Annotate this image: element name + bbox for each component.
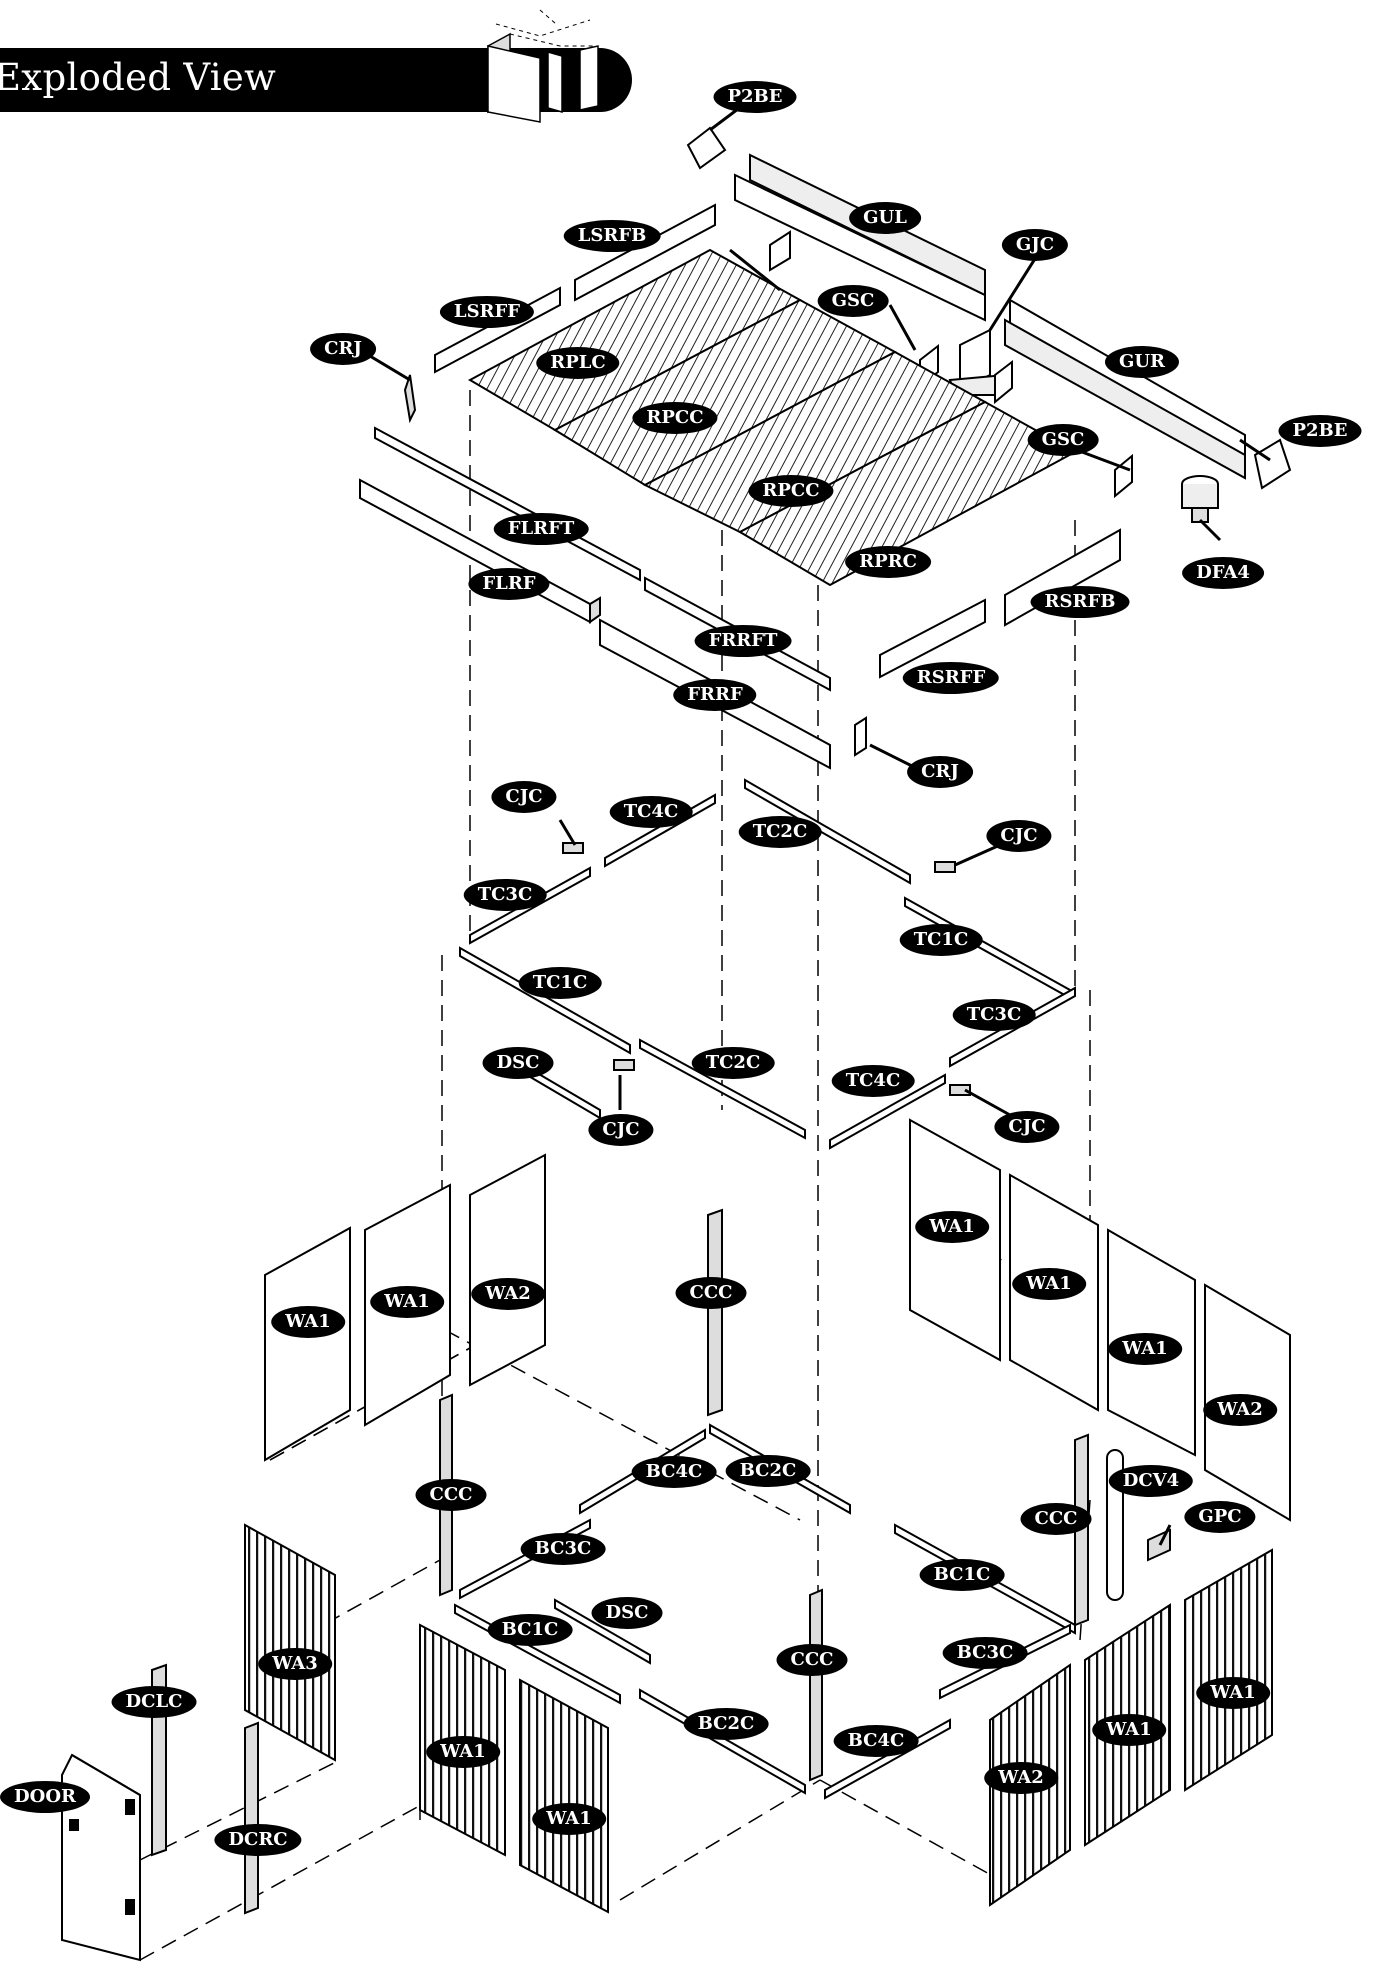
part-label-frrft[interactable]: FRRFT xyxy=(694,625,792,657)
leader-lines xyxy=(359,98,1271,1546)
part-label-wa2[interactable]: WA2 xyxy=(1203,1394,1277,1426)
rear-walls xyxy=(264,1118,1291,1627)
part-label-p2be[interactable]: P2BE xyxy=(713,81,797,113)
title-banner-graphic xyxy=(0,9,632,123)
roof-panels xyxy=(467,248,1078,587)
part-label-gul[interactable]: GUL xyxy=(849,202,921,234)
part-label-tc4c[interactable]: TC4C xyxy=(831,1065,915,1097)
part-label-dsc[interactable]: DSC xyxy=(591,1597,663,1629)
part-label-dcv4[interactable]: DCV4 xyxy=(1108,1465,1194,1497)
part-label-tc2c[interactable]: TC2C xyxy=(691,1047,775,1079)
part-label-wa3[interactable]: WA3 xyxy=(258,1648,332,1680)
part-label-crj[interactable]: CRJ xyxy=(907,756,973,788)
part-label-wa1[interactable]: WA1 xyxy=(1012,1268,1086,1300)
part-label-rplc[interactable]: RPLC xyxy=(536,347,620,379)
part-label-tc2c[interactable]: TC2C xyxy=(738,816,822,848)
part-label-dfa4[interactable]: DFA4 xyxy=(1182,557,1264,589)
part-label-wa2[interactable]: WA2 xyxy=(471,1278,545,1310)
part-label-rpcc[interactable]: RPCC xyxy=(632,402,718,434)
part-label-tc1c[interactable]: TC1C xyxy=(899,924,983,956)
part-label-wa1[interactable]: WA1 xyxy=(271,1306,345,1338)
part-label-wa1[interactable]: WA1 xyxy=(1196,1677,1270,1709)
part-label-dsc[interactable]: DSC xyxy=(482,1047,554,1079)
part-label-lsrfb[interactable]: LSRFB xyxy=(563,220,661,252)
part-label-tc1c[interactable]: TC1C xyxy=(518,967,602,999)
part-label-tc4c[interactable]: TC4C xyxy=(609,796,693,828)
top-frame xyxy=(459,778,1076,1150)
part-label-wa1[interactable]: WA1 xyxy=(915,1211,989,1243)
part-label-cjc[interactable]: CJC xyxy=(994,1111,1060,1143)
part-label-lsrff[interactable]: LSRFF xyxy=(439,296,535,328)
part-label-ccc[interactable]: CCC xyxy=(1020,1503,1092,1535)
part-label-gur[interactable]: GUR xyxy=(1104,346,1180,378)
part-label-ccc[interactable]: CCC xyxy=(415,1479,487,1511)
part-label-wa1[interactable]: WA1 xyxy=(426,1736,500,1768)
part-label-cjc[interactable]: CJC xyxy=(491,781,557,813)
part-label-frrf[interactable]: FRRF xyxy=(673,679,757,711)
part-label-ccc[interactable]: CCC xyxy=(675,1277,747,1309)
part-label-gsc[interactable]: GSC xyxy=(1027,424,1099,456)
part-label-bc2c[interactable]: BC2C xyxy=(725,1455,811,1487)
part-label-dcrc[interactable]: DCRC xyxy=(214,1824,302,1856)
part-label-gsc[interactable]: GSC xyxy=(817,285,889,317)
part-label-wa1[interactable]: WA1 xyxy=(370,1286,444,1318)
part-label-wa1[interactable]: WA1 xyxy=(1092,1714,1166,1746)
part-label-bc3c[interactable]: BC3C xyxy=(942,1637,1028,1669)
part-label-wa1[interactable]: WA1 xyxy=(1108,1333,1182,1365)
part-label-rsrfb[interactable]: RSRFB xyxy=(1030,586,1130,618)
part-label-bc1c[interactable]: BC1C xyxy=(487,1614,573,1646)
part-label-wa1[interactable]: WA1 xyxy=(532,1803,606,1835)
part-label-bc2c[interactable]: BC2C xyxy=(683,1708,769,1740)
part-label-tc3c[interactable]: TC3C xyxy=(463,879,547,911)
part-label-bc4c[interactable]: BC4C xyxy=(833,1725,919,1757)
part-label-dclc[interactable]: DCLC xyxy=(111,1686,197,1718)
diagram-title: Exploded View xyxy=(0,56,277,99)
part-label-bc3c[interactable]: BC3C xyxy=(520,1533,606,1565)
part-label-flrft[interactable]: FLRFT xyxy=(493,513,589,545)
part-label-cjc[interactable]: CJC xyxy=(588,1114,654,1146)
part-label-bc4c[interactable]: BC4C xyxy=(631,1456,717,1488)
part-label-cjc[interactable]: CJC xyxy=(986,820,1052,852)
part-label-tc3c[interactable]: TC3C xyxy=(952,999,1036,1031)
part-label-rsrff[interactable]: RSRFF xyxy=(902,662,1000,694)
part-label-crj[interactable]: CRJ xyxy=(310,333,376,365)
part-label-wa2[interactable]: WA2 xyxy=(984,1762,1058,1794)
part-label-door[interactable]: DOOR xyxy=(0,1781,90,1813)
part-label-ccc[interactable]: CCC xyxy=(776,1644,848,1676)
part-label-flrf[interactable]: FLRF xyxy=(468,568,550,600)
part-label-gjc[interactable]: GJC xyxy=(1001,229,1069,261)
part-label-bc1c[interactable]: BC1C xyxy=(919,1559,1005,1591)
part-label-rprc[interactable]: RPRC xyxy=(845,546,931,578)
part-label-gpc[interactable]: GPC xyxy=(1184,1501,1256,1533)
part-label-p2be[interactable]: P2BE xyxy=(1278,415,1362,447)
part-label-rpcc[interactable]: RPCC xyxy=(748,475,834,507)
